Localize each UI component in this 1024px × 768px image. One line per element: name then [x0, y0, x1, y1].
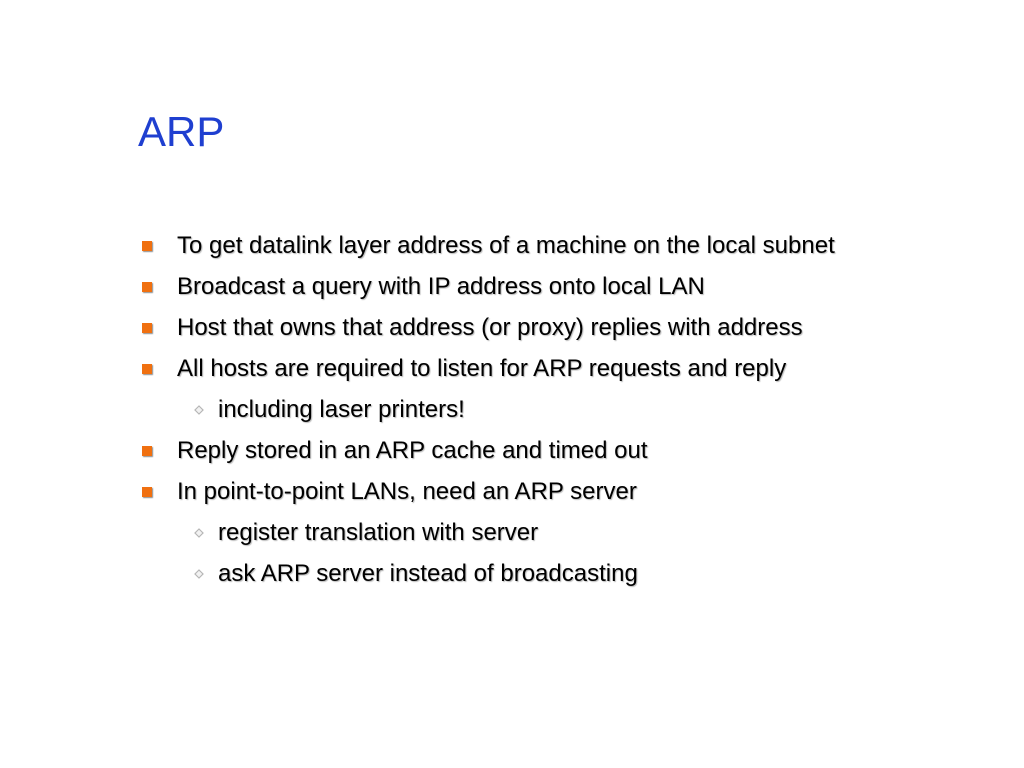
bullet-text: To get datalink layer address of a machi… [177, 231, 835, 259]
slide-title: ARP [138, 108, 225, 155]
bullet-text: In point-to-point LANs, need an ARP serv… [177, 477, 637, 505]
square-bullet-icon [142, 445, 152, 456]
sub-bullet-item: ask ARP server instead of broadcasting [140, 553, 1000, 594]
bullet-text: All hosts are required to listen for ARP… [177, 354, 787, 382]
bullet-text: Host that owns that address (or proxy) r… [177, 313, 803, 341]
square-bullet-icon [142, 363, 152, 374]
sub-bullet-text: register translation with server [218, 518, 539, 546]
bullet-item: In point-to-point LANs, need an ARP serv… [140, 471, 1000, 512]
bullet-text: Broadcast a query with IP address onto l… [177, 272, 705, 300]
square-bullet-icon [142, 240, 152, 251]
bullet-list: To get datalink layer address of a machi… [140, 225, 1000, 594]
diamond-bullet-icon [194, 527, 204, 538]
square-bullet-icon [142, 281, 152, 292]
sub-bullet-item: including laser printers! [140, 389, 1000, 430]
square-bullet-icon [142, 322, 152, 333]
diamond-bullet-icon [194, 568, 204, 579]
square-bullet-icon [142, 486, 152, 497]
bullet-item: Host that owns that address (or proxy) r… [140, 307, 1000, 348]
bullet-item: All hosts are required to listen for ARP… [140, 348, 1000, 389]
diamond-bullet-icon [194, 404, 204, 415]
sub-bullet-item: register translation with server [140, 512, 1000, 553]
sub-bullet-text: including laser printers! [218, 395, 465, 423]
bullet-item: To get datalink layer address of a machi… [140, 225, 1000, 266]
bullet-item: Reply stored in an ARP cache and timed o… [140, 430, 1000, 471]
bullet-text: Reply stored in an ARP cache and timed o… [177, 436, 648, 464]
sub-bullet-text: ask ARP server instead of broadcasting [218, 559, 638, 587]
bullet-item: Broadcast a query with IP address onto l… [140, 266, 1000, 307]
